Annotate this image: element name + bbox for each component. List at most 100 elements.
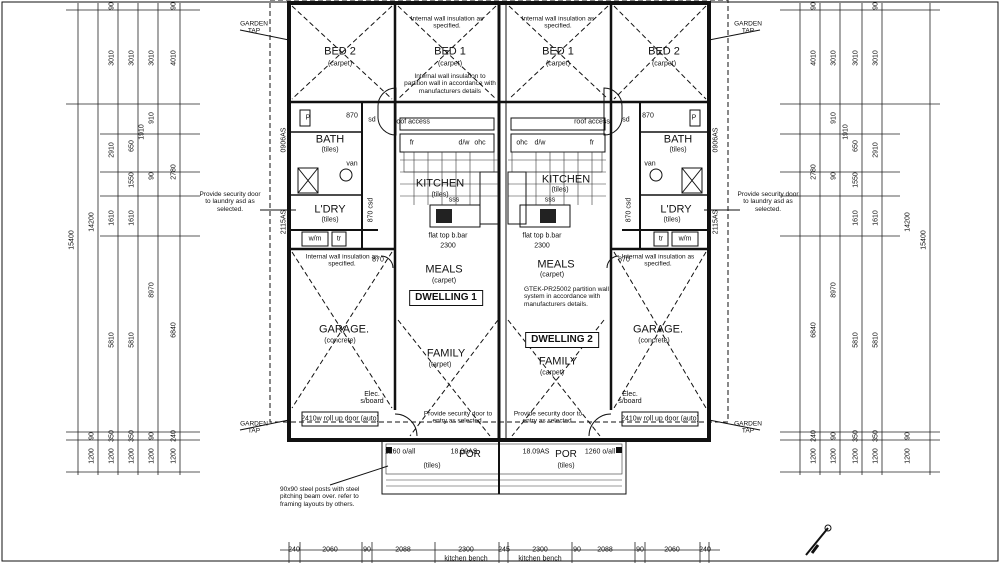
dim-bottom-3: 2088 <box>395 546 411 554</box>
dim-right-c6-0: 4010 <box>810 50 818 66</box>
garden-tap-br: GARDEN TAP <box>734 420 762 435</box>
dim-right-c6-2: 6840 <box>810 322 818 338</box>
fridge-d2: fr <box>589 139 595 147</box>
dim-left-s7: 90 <box>148 432 156 440</box>
dim-right-overall: 15400 <box>920 230 928 250</box>
dim-left-c3-2: 1610 <box>108 210 116 226</box>
dim-left-c6-0: 4010 <box>170 50 178 66</box>
dim-right-c4-4: 1200 <box>852 448 860 464</box>
dim-right-c4-1: 650 <box>852 140 860 152</box>
dim-right-c5-0: 3010 <box>830 50 838 66</box>
fridge-d1: fr <box>409 139 415 147</box>
dim-left-s4: 350 <box>108 430 116 442</box>
dim-bottom-1: 2060 <box>322 546 338 554</box>
dim-870-garage-d1: 870 <box>372 256 384 264</box>
flat-top-d2: flat top b.bar <box>522 232 562 240</box>
garden-tap-bl: GARDEN TAP <box>240 420 268 435</box>
dim-870-bath-d1: 870 <box>346 112 358 120</box>
dim-left-c3-1: 2910 <box>108 142 116 158</box>
wall-insulation-note-d1: Internal wall insulation as specified. <box>410 15 484 30</box>
ohc-d1: ohc <box>474 139 486 147</box>
room-family-d2: FAMILY <box>538 355 578 368</box>
left-dimension-lines <box>66 3 200 475</box>
window-w-d2: 2115AS <box>712 209 720 235</box>
dim-right-c5-3: 1200 <box>830 448 838 464</box>
sd-d2: sd <box>622 116 630 124</box>
north-arrow-icon <box>805 524 832 556</box>
van-d1: van <box>346 160 358 168</box>
dishwasher-d2: d/w <box>534 139 546 147</box>
dim-left-s9: 90 <box>170 2 178 10</box>
room-bed2-d2: BED 2 <box>648 45 680 58</box>
dim-left-c4-3: 5810 <box>128 332 136 348</box>
sd-d1: sd <box>368 116 376 124</box>
roof-access-d1: roof access <box>394 118 430 126</box>
dim-right-s7: 90 <box>830 432 838 440</box>
room-kitchen-d1: KITCHEN <box>415 177 465 190</box>
dim-870-garage-d2: 870 <box>618 256 630 264</box>
opening-d2: 1260 o/all <box>584 448 616 456</box>
dim-left-c3-0: 3010 <box>108 50 116 66</box>
dim-left-c4-4: 1200 <box>128 448 136 464</box>
finish-kitchen-d2: (tiles) <box>551 186 569 194</box>
dim-right-c4-2: 1610 <box>852 210 860 226</box>
dim-right-c6-3: 1200 <box>810 448 818 464</box>
security-entry-note-d2: Provide security door to entry as select… <box>513 410 583 425</box>
dim-left-c6-1: 2780 <box>170 164 178 180</box>
dim-left-c5-1: 910 <box>148 112 156 124</box>
dim-right-s8: 240 <box>810 430 818 442</box>
dim-2300-d2: 2300 <box>534 242 550 250</box>
dim-right-c3-1: 2910 <box>872 142 880 158</box>
dim-left-c2-0: 14200 <box>88 212 96 232</box>
finish-family-d2: (carpet) <box>539 369 565 377</box>
finish-bath-d1: (tiles) <box>321 146 339 154</box>
dim-2300-d1: 2300 <box>440 242 456 250</box>
dim-bottom-10: 2060 <box>664 546 680 554</box>
dishwasher-d1: d/w <box>458 139 470 147</box>
ohc-d2: ohc <box>516 139 528 147</box>
dim-right-c3-3: 5810 <box>872 332 880 348</box>
room-bed1-d1: BED 1 <box>434 45 466 58</box>
dim-right-s2: 1550 <box>852 172 860 188</box>
finish-meals-d1: (carpet) <box>431 277 457 285</box>
garage-insulation-note-d2: Internal wall insulation as specified. <box>621 253 695 268</box>
finish-meals-d2: (carpet) <box>539 271 565 279</box>
toilet-d1: P <box>305 114 311 122</box>
finish-bed2-d1: (carpet) <box>327 60 353 68</box>
dim-right-s3: 90 <box>830 172 838 180</box>
finish-bed2-d2: (carpet) <box>651 60 677 68</box>
dim-right-s6: 350 <box>852 430 860 442</box>
dwelling2-tag: DWELLING 2 <box>525 332 599 348</box>
room-laundry-d1: L'DRY <box>314 203 346 216</box>
dim-right-c2-0: 14200 <box>904 212 912 232</box>
dim-left-c5-2: 8970 <box>148 282 156 298</box>
room-kitchen-d2: KITCHEN <box>541 173 591 186</box>
dim-left-c4-2: 1610 <box>128 210 136 226</box>
dim-left-overall: 15400 <box>68 230 76 250</box>
security-entry-note-d1: Provide security door to entry as select… <box>423 410 493 425</box>
dim-left-s8: 240 <box>170 430 178 442</box>
finish-bed1-d2: (carpet) <box>545 60 571 68</box>
dim-bottom-2: 90 <box>363 546 371 554</box>
kitchen-bench-label-d1: kitchen bench <box>444 555 488 563</box>
window-as-d2: 18.09AS <box>522 448 550 456</box>
dim-left-c5-3: 1200 <box>148 448 156 464</box>
room-bed2-d1: BED 2 <box>324 45 356 58</box>
flat-top-d1: flat top b.bar <box>428 232 468 240</box>
dim-bottom-6: 2300 <box>532 546 548 554</box>
dim-bottom-0: 240 <box>288 546 300 554</box>
dim-bottom-4: 2300 <box>458 546 474 554</box>
dim-bottom-9: 90 <box>636 546 644 554</box>
partition-insulation-note: Internal wall insulation to partition wa… <box>404 72 496 95</box>
wall-insulation-note-d2: Internal wall insulation as specified. <box>521 15 595 30</box>
room-garage-d1: GARAGE. <box>318 323 370 336</box>
finish-laundry-d2: (tiles) <box>663 216 681 224</box>
dim-right-c4-0: 3010 <box>852 50 860 66</box>
room-meals-d1: MEALS <box>425 263 463 276</box>
dim-right-c3-0: 3010 <box>872 50 880 66</box>
dim-right-s0: 90 <box>872 2 880 10</box>
trough-d2: tr <box>658 235 664 243</box>
room-porch-d1: POR <box>459 449 481 460</box>
dim-right-c6-1: 2780 <box>810 164 818 180</box>
